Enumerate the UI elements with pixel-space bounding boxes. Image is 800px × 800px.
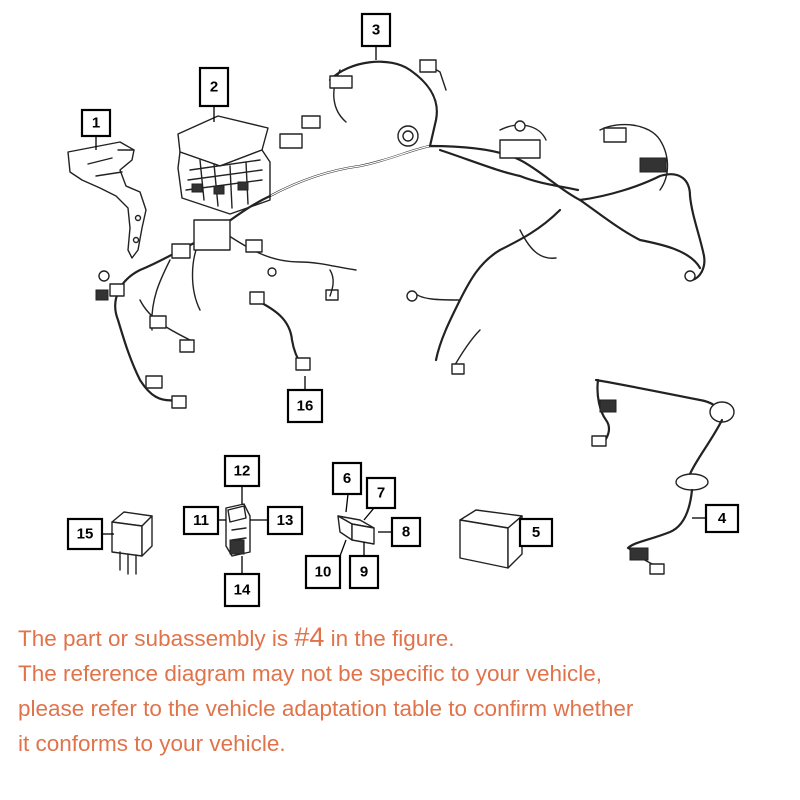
- caption-line-1: The part or subassembly is #4 in the fig…: [18, 620, 788, 656]
- caption-line-2: The reference diagram may not be specifi…: [18, 661, 603, 686]
- callout-label: 9: [360, 564, 368, 581]
- callout-11: 11: [182, 505, 220, 536]
- callout-label: 11: [193, 512, 209, 529]
- callout-6: 6: [331, 461, 363, 496]
- caption-line-1-end: in the figure.: [324, 626, 455, 651]
- callout-16: 16: [286, 388, 324, 424]
- bracket-part-1: [67, 141, 147, 259]
- callout-2: 2: [198, 66, 230, 108]
- callout-label: 4: [718, 510, 727, 527]
- fuse-box-part-2: [177, 115, 271, 215]
- sub-harness-part-4: [591, 378, 735, 575]
- callout-8: 8: [390, 516, 422, 548]
- callout-label: 10: [315, 564, 332, 581]
- callout-label: 12: [234, 463, 251, 480]
- callout-label: 16: [297, 398, 314, 415]
- callout-5: 5: [518, 517, 554, 548]
- callout-label: 1: [92, 115, 100, 132]
- callout-label: 13: [277, 512, 294, 529]
- callout-15: 15: [66, 517, 104, 551]
- callout-4: 4: [704, 503, 740, 534]
- relay-part-15: [111, 511, 153, 575]
- main-harness: [95, 59, 706, 409]
- callout-label: 2: [210, 79, 218, 96]
- callout-label: 8: [402, 524, 410, 541]
- callout-label: 5: [532, 524, 540, 541]
- terminal-parts-6-10: [337, 515, 375, 545]
- callout-3: 3: [360, 12, 392, 48]
- caption-line-3: please refer to the vehicle adaptation t…: [18, 696, 634, 721]
- callout-label: 15: [77, 526, 94, 543]
- callout-9: 9: [348, 554, 380, 590]
- part-number-highlight: #4: [294, 622, 325, 652]
- caption-line-1-start: The part or subassembly is: [18, 626, 295, 651]
- parts-diagram: 1 2 3 4 5 6 7 8 9 10 11 12 13 14 15 16: [66, 12, 740, 608]
- callout-1: 1: [80, 108, 112, 138]
- caption: The part or subassembly is #4 in the fig…: [18, 620, 788, 761]
- module-part-5: [459, 509, 523, 569]
- caption-line-4: it conforms to your vehicle.: [18, 731, 286, 756]
- callout-label: 3: [372, 22, 380, 39]
- callout-7: 7: [365, 476, 397, 510]
- callout-label: 14: [234, 582, 251, 599]
- callout-12: 12: [223, 454, 261, 488]
- connector-parts-11-14: [225, 503, 251, 557]
- callout-10: 10: [304, 554, 342, 590]
- callout-label: 7: [377, 485, 385, 502]
- callout-14: 14: [223, 572, 261, 608]
- callout-label: 6: [343, 470, 351, 487]
- callout-13: 13: [266, 505, 304, 536]
